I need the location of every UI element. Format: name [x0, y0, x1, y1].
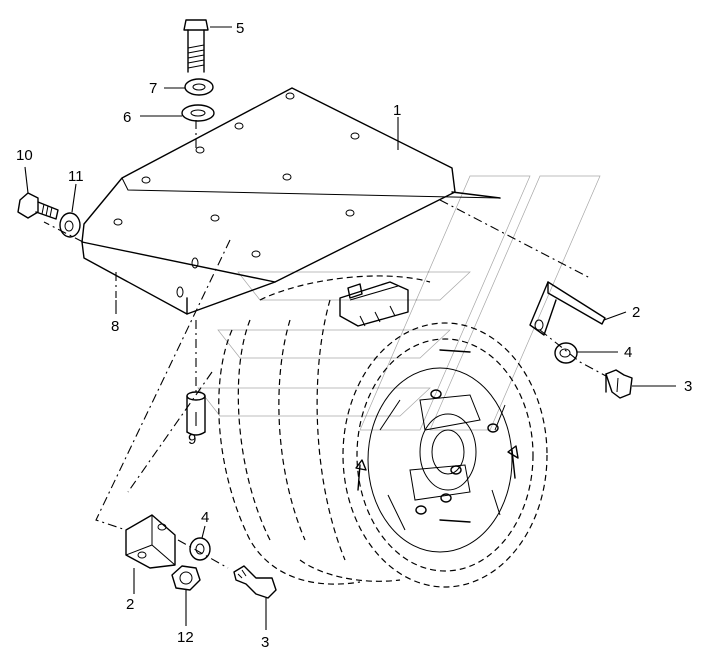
callout-12: 12: [177, 629, 194, 646]
bolt-left-3: [233, 565, 277, 599]
callout-4-right: 4: [624, 344, 632, 361]
callout-1: 1: [393, 102, 401, 119]
callout-10: 10: [16, 147, 33, 164]
callout-11: 11: [68, 168, 84, 185]
bolt-5: [183, 19, 209, 73]
bracket-right-2: [529, 281, 606, 336]
callout-6: 6: [123, 109, 131, 126]
mounting-plate: [81, 87, 501, 315]
washer-left-4: [189, 537, 211, 561]
callout-8: 8: [111, 318, 119, 335]
callout-labels: 5 7 6 1 10 11 8 9 2 4 3 4 2 12 3: [16, 20, 692, 651]
wheel-motor-assembly: [218, 275, 548, 588]
leader-lines: [24, 26, 676, 630]
callout-3-right: 3: [684, 378, 692, 395]
callout-9: 9: [188, 431, 196, 448]
callout-7: 7: [149, 80, 157, 97]
callout-2-right: 2: [632, 304, 640, 321]
callout-3-left: 3: [261, 634, 269, 651]
callout-5: 5: [236, 20, 244, 37]
bolt-10: [17, 192, 59, 220]
bolt-right-3: [605, 369, 633, 399]
nut-12: [171, 565, 201, 591]
spring-washer-7: [184, 78, 214, 96]
bracket-left-2: [125, 514, 176, 569]
washer-11: [59, 212, 81, 238]
callout-4-left: 4: [201, 509, 209, 526]
washer-right-4: [554, 342, 578, 364]
assembly-center-lines: [43, 120, 607, 569]
callout-2-left: 2: [126, 596, 134, 613]
flat-washer-6: [181, 104, 215, 122]
